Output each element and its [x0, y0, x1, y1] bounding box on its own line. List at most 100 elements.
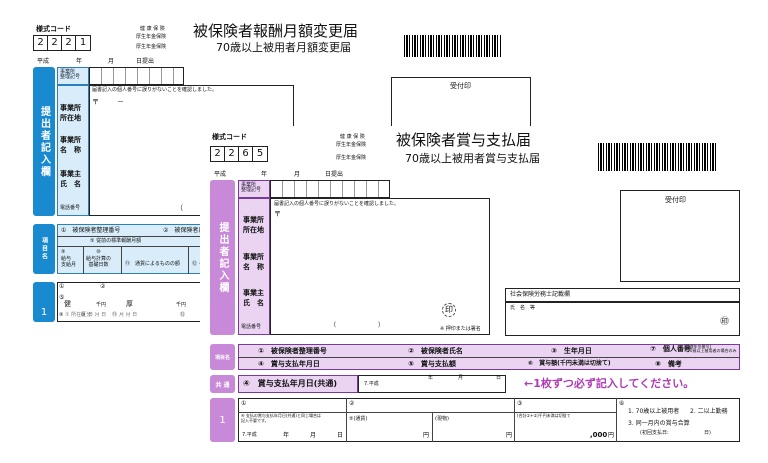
form-b-postal-mark: 〒 [274, 210, 281, 218]
form-b-labor-label: 社会保険労務士記載欄 [510, 291, 571, 298]
form-a-rule [57, 236, 207, 237]
form-a-item: ① 被保険者整理番号 [61, 227, 121, 234]
form-a-row-cell: 健 [64, 300, 71, 308]
form-b-row-box [238, 398, 740, 442]
form-a-code-digit: 2 [48, 36, 62, 50]
form-a-insurance-line: 厚生年金保険 [136, 34, 167, 40]
form-b-stamp-label: 受付印 [665, 196, 686, 204]
form-b-label-column [238, 198, 270, 335]
form-a-row-cell: ⑪ [112, 312, 118, 318]
form-b-row-era: 7.平成 [242, 432, 257, 438]
form-b-remark: (初回支払日: [640, 430, 669, 436]
form-a-row-small: ① 所在区分 [65, 312, 92, 318]
form-a-label-column [57, 85, 89, 216]
form-b-address-label: 事業所 所在地 [243, 216, 264, 234]
form-b-seal-note: ※ 押印または署名 [440, 326, 481, 332]
form-b-rule [432, 412, 433, 442]
form-b-date-year: 年 [261, 171, 268, 178]
form-a-notice: 届書記入の個人番号に誤りがないことを確認しました。 [92, 87, 218, 93]
form-a-insurance-line: 厚生年金保険 [136, 44, 167, 50]
form-b-date-era: 平成 [214, 171, 227, 178]
form-b-seal: 印 [442, 303, 456, 317]
form-a-rule [57, 246, 207, 247]
form-a-row-cell: ⑩ [81, 312, 86, 318]
form-b-row-yen: 円 [506, 432, 513, 439]
form-a-date-month: 月 [108, 58, 115, 65]
form-a-row-cell: ⑤ [59, 294, 65, 301]
form-b-side-label: 提出者記入欄 [210, 180, 235, 335]
form-a-date-era: 平成 [37, 58, 50, 65]
form-b-office-box [270, 198, 490, 335]
form-b-date-month: 月 [294, 171, 301, 178]
form-b-row-number: 1 [210, 398, 235, 442]
form-a-row-cell: ⑫ [180, 312, 186, 318]
form-b-phone-label: 電話番号 [241, 324, 262, 330]
form-b-subtitle: 70歳以上被用者賞与支払届 [405, 152, 540, 165]
form-b-item: ⑥ 賞与額(千円未満は切捨て) [528, 360, 611, 367]
form-a-row-small: 月 月 日 [119, 312, 138, 318]
form-b-common-item: ④ 賞与支払年月日(共通) [243, 379, 338, 388]
form-a-phone-label: 電話番号 [60, 205, 81, 211]
form-b-code-digit: 6 [239, 147, 253, 161]
form-b-common-year: 年 [428, 375, 434, 381]
form-a-row-cell: 千円 [96, 302, 107, 308]
form-b-notice: 届書記入の個人番号に誤りがないことを確認しました。 [274, 201, 400, 207]
form-a-section-label: 項目名 [33, 224, 55, 274]
form-a-rule [83, 246, 84, 274]
form-b-office-code-label: 事業所 整理記号 [241, 182, 262, 193]
form-b-name-label: 事業所 名 称 [243, 253, 264, 271]
form-a-insurance-line: 健 康 保 険 [140, 26, 165, 32]
form-b-row-yen: 円 [423, 432, 430, 439]
form-b-row-cell: ⑤(通貨) [349, 416, 368, 422]
form-a-row-cell: ① [59, 283, 65, 290]
form-a-item: ⑨ 給与 支給月 [61, 249, 77, 268]
form-b-remark: 3. 同一月内の賞与合算 [628, 420, 690, 427]
form-b-office-code-input[interactable] [270, 180, 390, 198]
form-b-labor-name: 氏 名 等 [510, 305, 536, 311]
form-a-office-code-input[interactable] [89, 67, 184, 85]
form-a-title: 被保険者報酬月額変更届 [193, 22, 359, 40]
form-b-row-cell: ⑥ [619, 400, 625, 407]
form-b-rule [514, 398, 515, 442]
form-a-item: ⑩ 給与計算の 基礎日数 [86, 249, 112, 268]
form-a-code-box: 2 2 2 1 [33, 35, 91, 51]
form-b-remark: 1. 70歳以上被用者 [628, 408, 680, 415]
form-b-row-amount-unit: 円 [608, 432, 615, 439]
form-a-item: ② 被保険者氏 [163, 227, 205, 234]
form-a-postal-mark: 〒 [92, 98, 99, 106]
form-b-instruction: ←1枚ずつ必ず記入してください。 [524, 377, 695, 390]
form-b-owner-label: 事業主 氏 名 [243, 289, 264, 307]
form-b-item: ⑦ 個人番号 [650, 345, 691, 353]
form-b-rule [238, 412, 616, 413]
form-a-items-table [57, 224, 207, 274]
form-b-phone-paren-close: ） [378, 322, 385, 329]
form-a-office-code-label: 事業所 整理記号 [60, 69, 81, 80]
form-a-code-digit: 2 [34, 36, 48, 50]
form-b-rule [616, 398, 617, 442]
form-a-code-digit: 2 [62, 36, 76, 50]
form-a-item: ⑪ 通貨によるものの額 [125, 261, 180, 267]
form-a-rule [121, 246, 122, 274]
form-b-row-day: 日 [337, 432, 344, 439]
form-b-remark: 日) [704, 430, 711, 436]
form-b-code-digit: 2 [211, 147, 225, 161]
form-a-subtitle: 70歳以上被用者月額変更届 [216, 41, 351, 54]
form-b-item-note: [基礎年金番号] ※70歳以上被用者の場合のみ [684, 344, 737, 354]
form-b-common-label: 共 通 [210, 375, 235, 393]
form-a-date-submit: 日提出 [136, 58, 155, 65]
form-b-row-cell: ① [241, 400, 247, 407]
form-b-row-amount-suffix: ,000 [590, 431, 608, 439]
form-b-item: ④ 賞与支払年月日 [258, 360, 320, 368]
form-b-common-date-input[interactable] [358, 375, 506, 393]
form-a-address-label: 事業所 所在地 [60, 104, 81, 122]
form-a-date-year: 年 [76, 58, 83, 65]
form-b-row-cell: (現物) [435, 416, 449, 422]
form-a-item: ⑫ そ [192, 261, 204, 267]
form-b-item: ② 被保険者氏名 [408, 347, 463, 355]
form-b-insurance-line: 健 康 保 険 [340, 134, 365, 140]
form-b-item: ⑤ 賞与支払額 [408, 360, 456, 368]
form-b-common-month: 月 [458, 375, 464, 381]
form-b-code-digit: 2 [225, 147, 239, 161]
form-b-row-month: 月 [310, 432, 317, 439]
form-b-common-item-cell [238, 375, 358, 393]
